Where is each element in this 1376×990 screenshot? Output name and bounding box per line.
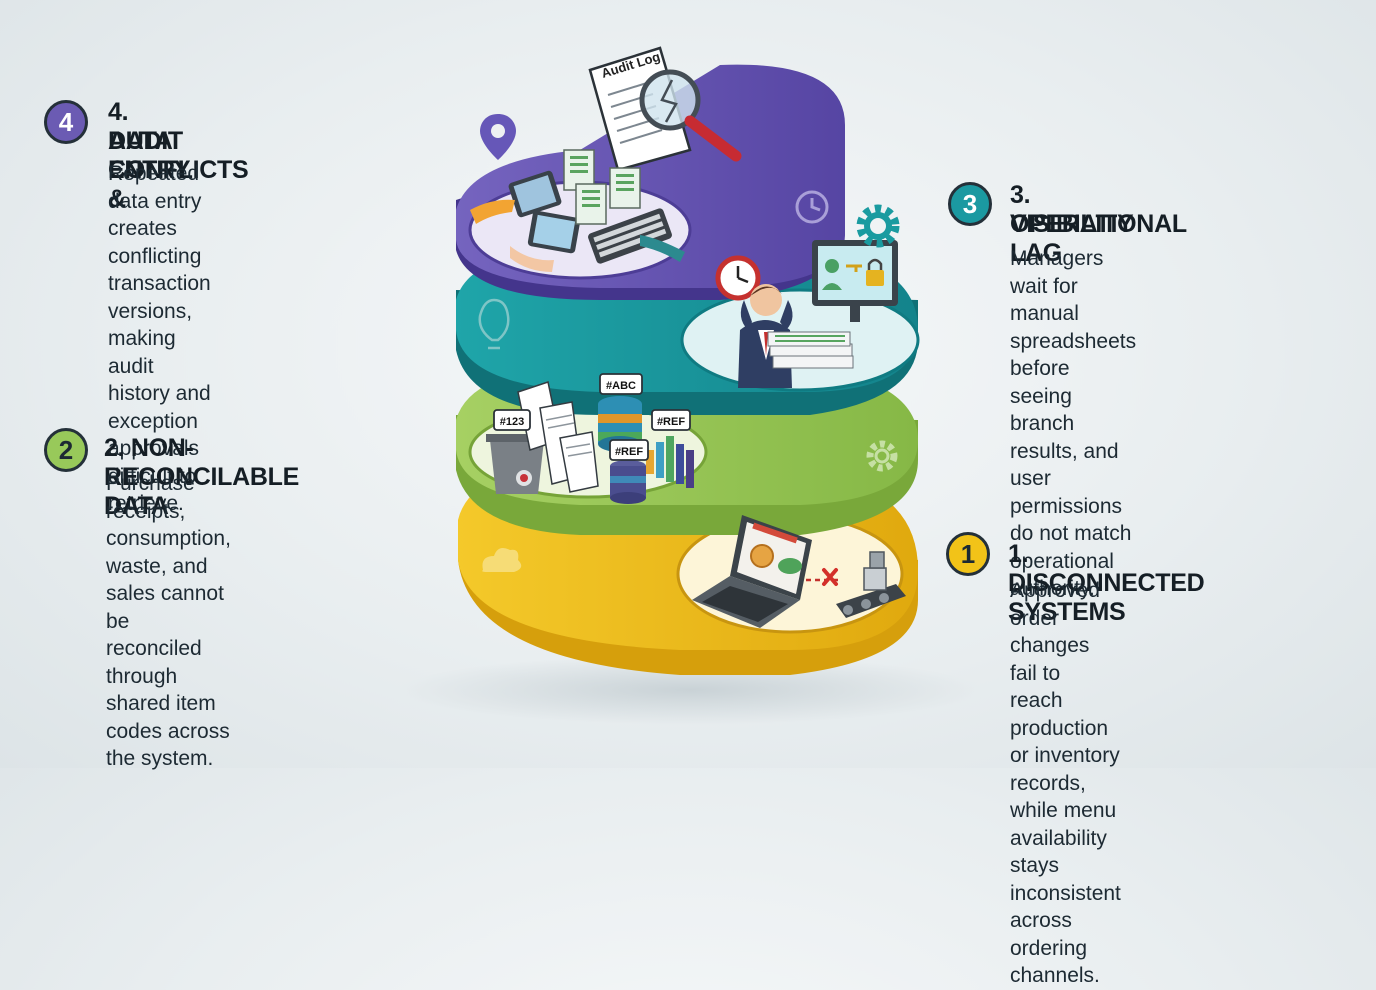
paper-stack-b: [575, 183, 607, 225]
svg-text:#REF: #REF: [657, 416, 685, 428]
tag-abc: #ABC: [599, 373, 643, 395]
audit-log-document: Audit Log: [588, 46, 742, 172]
small-gear-icon: [866, 440, 898, 472]
spreadsheet-stack: [767, 331, 854, 369]
badge-2: 2: [44, 428, 88, 472]
disconnected-systems-scene: [692, 515, 906, 628]
salad-bowl-icon: [778, 558, 802, 574]
clock-icon: [795, 190, 829, 224]
badge-1: 1: [946, 532, 990, 576]
badge-4: 4: [44, 100, 88, 144]
callout-2-description: Purchase receipts, consumption, waste, a…: [106, 472, 231, 770]
callout-4-title-line2: AUDIT CONFLICTS: [108, 127, 249, 184]
cloud-icon: [482, 548, 522, 572]
stacked-layers-diagram: Audit Log: [400, 46, 980, 725]
receipt-stack: [517, 381, 599, 493]
callout-1-description: Approved order changes fail to reach pro…: [1010, 579, 1121, 987]
tag-123: #123: [493, 409, 531, 431]
pizza-icon: [750, 544, 774, 568]
map-pin-icon: [480, 114, 516, 160]
callout-3-description: Managers wait for manual spreadsheets be…: [1010, 247, 1137, 600]
tag-ref-left: #REF: [609, 439, 649, 461]
svg-text:#ABC: #ABC: [606, 380, 636, 392]
gear-icon: [856, 204, 900, 248]
data-entry-scene: [470, 149, 685, 272]
paper-stack-c: [609, 167, 641, 209]
padlock-icon: [866, 270, 884, 286]
badge-3: 3: [948, 182, 992, 226]
callout-4-description: Repeated data entry creates conflicting …: [108, 162, 211, 515]
callout-4-title-line1: 4. DATA ENTRY &: [108, 98, 190, 213]
ground-shadow: [400, 655, 980, 725]
database-small-icon: [610, 460, 646, 504]
callout-3-title-line1: 3. OPERATIONAL: [1010, 181, 1187, 238]
reconcilable-data-scene: #ABC #123 #REF #REF: [486, 373, 694, 504]
lightbulb-icon: [478, 298, 510, 350]
svg-text:#REF: #REF: [615, 446, 643, 458]
tag-ref-right: #REF: [651, 409, 691, 431]
svg-text:#123: #123: [500, 416, 524, 428]
magnifier-icon: [639, 69, 701, 131]
callout-2-title: 2. NON-RECONCILABLE DATA: [104, 434, 300, 520]
conveyor-icon: [836, 551, 906, 618]
error-x-icon: [822, 568, 838, 586]
visibility-lag-scene: [715, 240, 898, 388]
bar-chart-icon: [646, 436, 694, 488]
callout-1-title: 1. DISCONNECTED SYSTEMS: [1008, 540, 1205, 626]
callout-3-title-line2: VISIBILITY LAG: [1010, 210, 1133, 267]
